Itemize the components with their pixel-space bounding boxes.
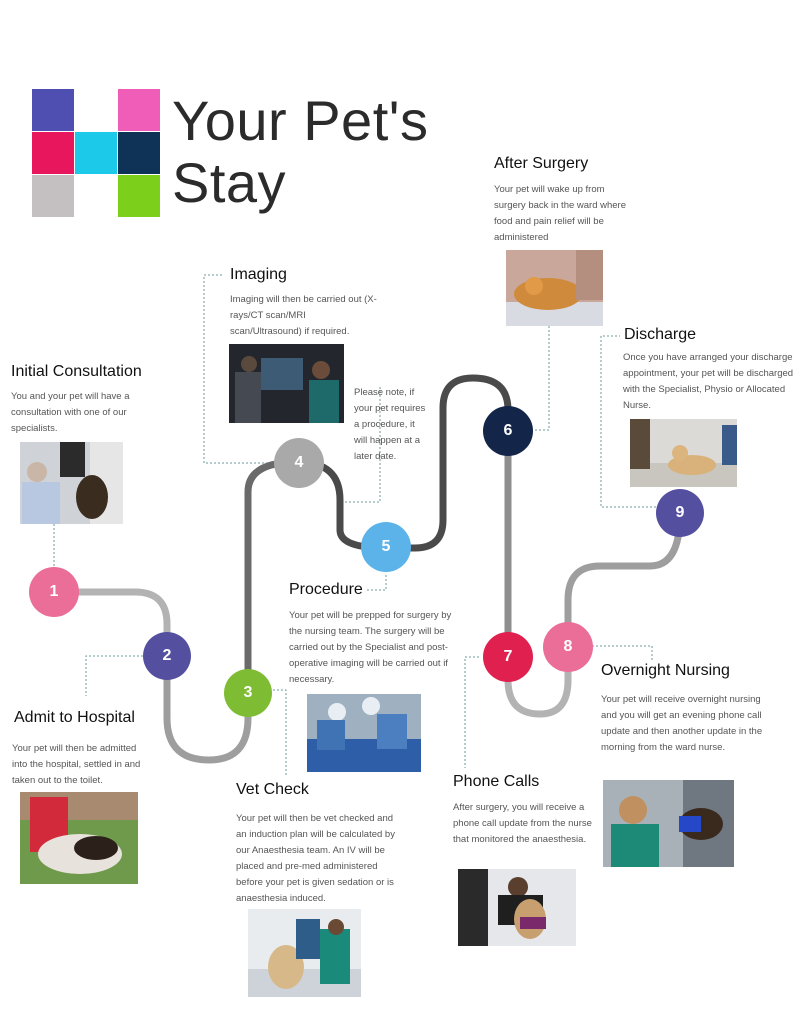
logo-square: [32, 132, 74, 174]
dog-leaving-photo: [630, 419, 737, 487]
step-title-1: Initial Consultation: [11, 363, 142, 380]
step-desc-9: Once you have arranged your discharge ap…: [623, 352, 794, 411]
step-node-8: 8: [543, 622, 593, 672]
step-title-5: Procedure: [289, 581, 363, 598]
title-line-1: Your Pet's: [172, 89, 429, 152]
logo-square: [32, 89, 74, 131]
nurse-with-dachshund-photo: [603, 780, 734, 867]
step-desc-4: Imaging will then be carried out (X-rays…: [230, 294, 377, 337]
step-node-3: 3: [224, 669, 272, 717]
step-title-8: Overnight Nursing: [601, 662, 730, 679]
imaging-screen-photo: [229, 344, 344, 423]
cat-recovering-photo: [506, 250, 603, 326]
surgery-theatre-photo: [307, 694, 421, 772]
step-title-9: Discharge: [624, 326, 697, 343]
step-node-6: 6: [483, 406, 533, 456]
specialist-with-dog-photo: [20, 442, 123, 524]
step-title-3: Vet Check: [236, 781, 309, 798]
connector-lines: [53, 274, 656, 775]
step-title-2: Admit to Hospital: [14, 709, 135, 726]
page-title: Your Pet's Stay: [172, 90, 428, 214]
vets-examining-dog-photo: [248, 909, 361, 997]
step-node-1: 1: [29, 567, 79, 617]
logo-square: [118, 175, 160, 217]
step-desc-7: After surgery, you will receive a phone …: [453, 802, 592, 845]
step-title-4: Imaging: [230, 266, 287, 283]
logo-square: [32, 175, 74, 217]
dog-on-grass-photo: [20, 792, 138, 884]
step-desc-5: Your pet will be prepped for surgery by …: [289, 610, 452, 685]
logo-square: [118, 89, 160, 131]
step-node-9: 9: [656, 489, 704, 537]
step-title-7: Phone Calls: [453, 773, 540, 790]
procedure-note: Please note, if your pet requires a proc…: [354, 387, 426, 462]
step-desc-3: Your pet will then be vet checked and an…: [236, 813, 395, 904]
step-desc-6: Your pet will wake up from surgery back …: [494, 184, 627, 243]
nurse-with-dog-photo: [458, 869, 576, 946]
step-node-4: 4: [274, 438, 324, 488]
logo-square: [75, 132, 117, 174]
step-node-7: 7: [483, 632, 533, 682]
step-desc-2: Your pet will then be admitted into the …: [12, 743, 141, 786]
step-node-2: 2: [143, 632, 191, 680]
logo-square: [118, 132, 160, 174]
title-line-2: Stay: [172, 151, 287, 214]
logo: [32, 89, 160, 217]
step-node-5: 5: [361, 522, 411, 572]
step-title-6: After Surgery: [494, 155, 589, 172]
step-desc-1: You and your pet will have a consultatio…: [11, 391, 130, 434]
step-desc-8: Your pet will receive overnight nursing …: [601, 694, 763, 753]
